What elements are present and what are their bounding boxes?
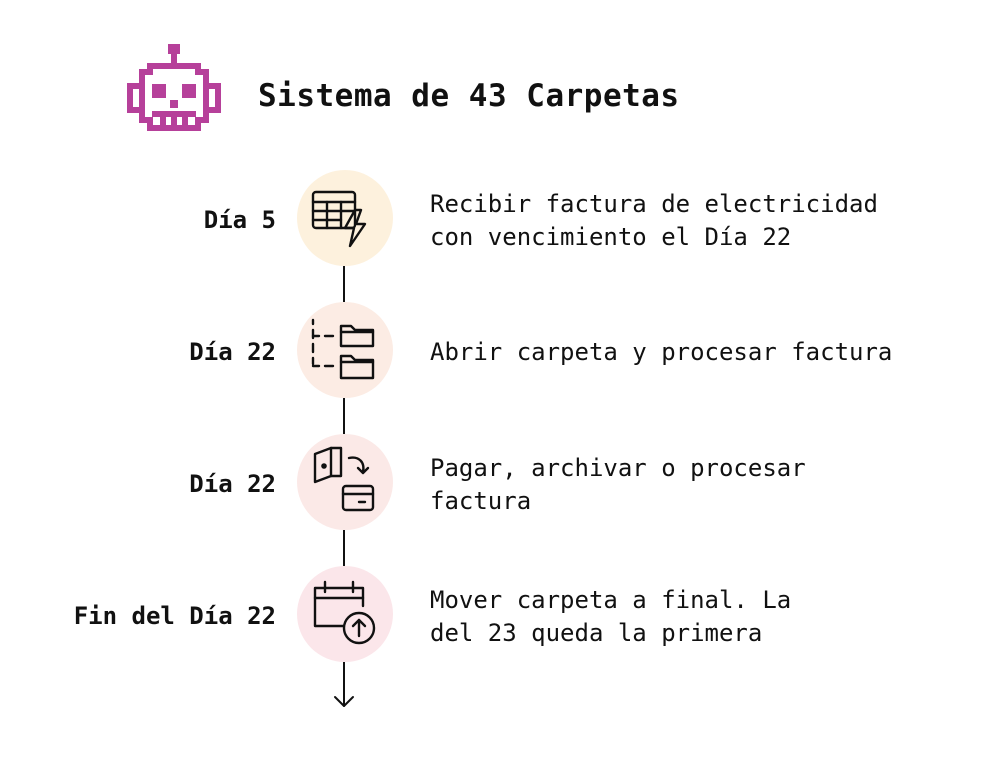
calendar-upload-icon: [313, 580, 376, 645]
timeline-connector: [343, 530, 345, 566]
timeline-connector: [343, 266, 345, 302]
step-icon-circle: [297, 434, 393, 530]
wallet-transfer-icon: [313, 446, 375, 512]
step-description: Pagar, archivar o procesar factura: [430, 454, 806, 515]
robot-icon: [127, 44, 221, 131]
step-day-label: Día 5: [203, 206, 276, 234]
header: Sistema de 43 Carpetas: [0, 0, 1000, 150]
step-icon-circle: [297, 302, 393, 398]
arrow-down-icon: [334, 662, 354, 707]
electric-bill-icon: [311, 190, 367, 248]
step-description: Abrir carpeta y procesar factura: [430, 338, 893, 366]
step-day-label: Fin del Día 22: [73, 602, 276, 630]
step-icon-circle: [297, 170, 393, 266]
step-description: Recibir factura de electricidad con venc…: [430, 190, 878, 251]
folder-tree-icon: [311, 318, 375, 380]
step-icon-circle: [297, 566, 393, 662]
step-day-label: Día 22: [189, 470, 276, 498]
step-day-label: Día 22: [189, 338, 276, 366]
timeline-connector: [343, 398, 345, 434]
page-title: Sistema de 43 Carpetas: [258, 78, 680, 114]
step-description: Mover carpeta a final. La del 23 queda l…: [430, 586, 792, 647]
